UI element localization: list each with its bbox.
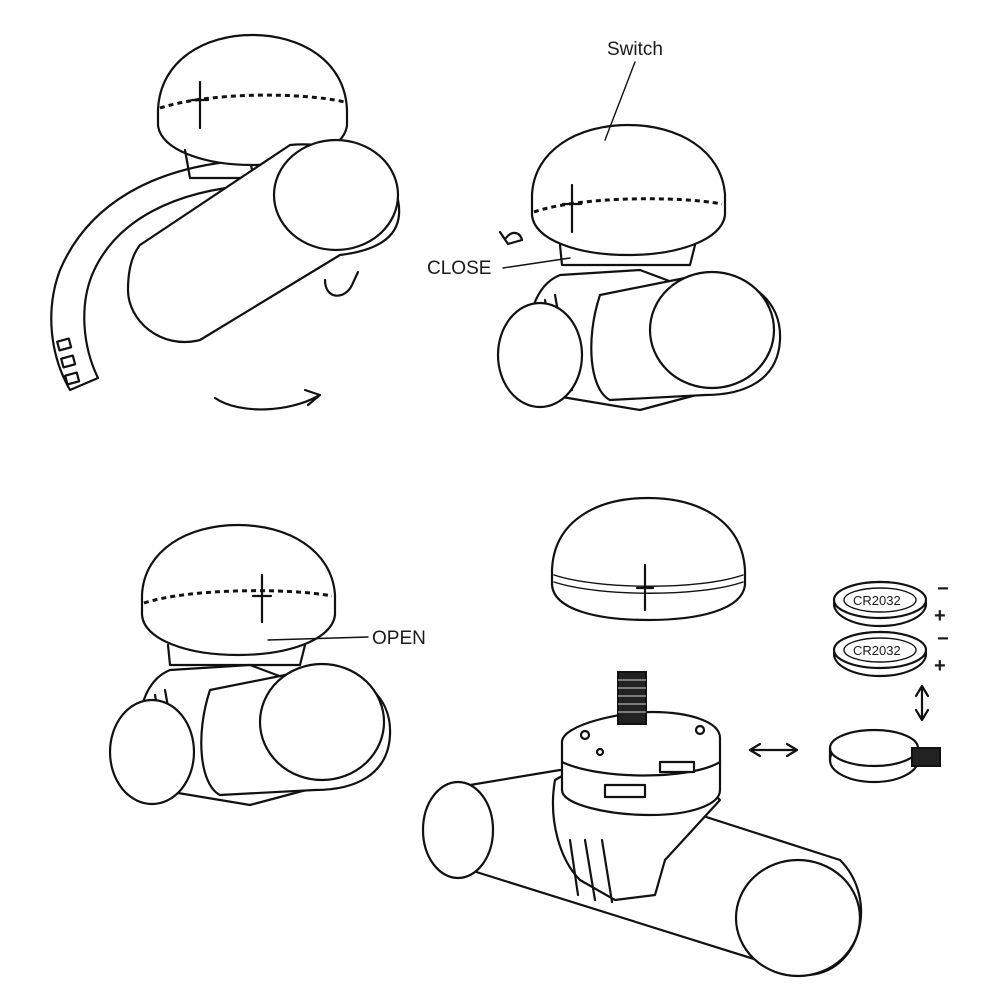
handlebar-end [258, 662, 386, 782]
panel-close: Switch CLOSE [427, 39, 782, 412]
close-leader [502, 257, 571, 269]
handlebar-end [272, 138, 400, 252]
dome-seam [533, 197, 723, 214]
dome-seam [143, 589, 333, 605]
switch-label: Switch [607, 39, 663, 60]
dome-base [558, 243, 697, 267]
handlebar-left [496, 301, 584, 409]
light-dome [156, 33, 349, 167]
handlebar-end [648, 270, 776, 390]
light-dome [530, 123, 727, 257]
open-leader [267, 636, 369, 641]
handlebar-left [421, 780, 495, 880]
battery-model-label: CR2032 [853, 593, 901, 608]
battery-model-label: CR2032 [853, 643, 901, 658]
panel-open: OPEN [108, 523, 426, 807]
battery-neg-sign: − [937, 628, 949, 650]
strap-hole [64, 371, 81, 386]
strap [50, 158, 257, 392]
battery-neg-sign: − [937, 578, 949, 600]
rotate-arrow [213, 394, 320, 411]
battery-pos-sign: + [934, 655, 946, 677]
switch-leader [604, 61, 636, 141]
handlebar-left [108, 698, 196, 806]
panel-strap-wrap [50, 33, 401, 411]
twist-arrow [498, 230, 524, 246]
housing-clip [603, 783, 647, 799]
strap-hole [60, 354, 77, 369]
handlebar-end [734, 858, 862, 978]
panel-battery: CR2032 − + CR2032 − + [421, 496, 949, 978]
light-dome-removed [550, 496, 747, 622]
battery-pos-sign: + [934, 605, 946, 627]
strap-hole [56, 337, 73, 352]
light-dome [140, 523, 337, 657]
strap-hook [323, 270, 360, 297]
cap-tab [911, 747, 941, 767]
close-label: CLOSE [427, 258, 491, 279]
open-label: OPEN [372, 628, 426, 649]
dome-seam [159, 93, 346, 110]
